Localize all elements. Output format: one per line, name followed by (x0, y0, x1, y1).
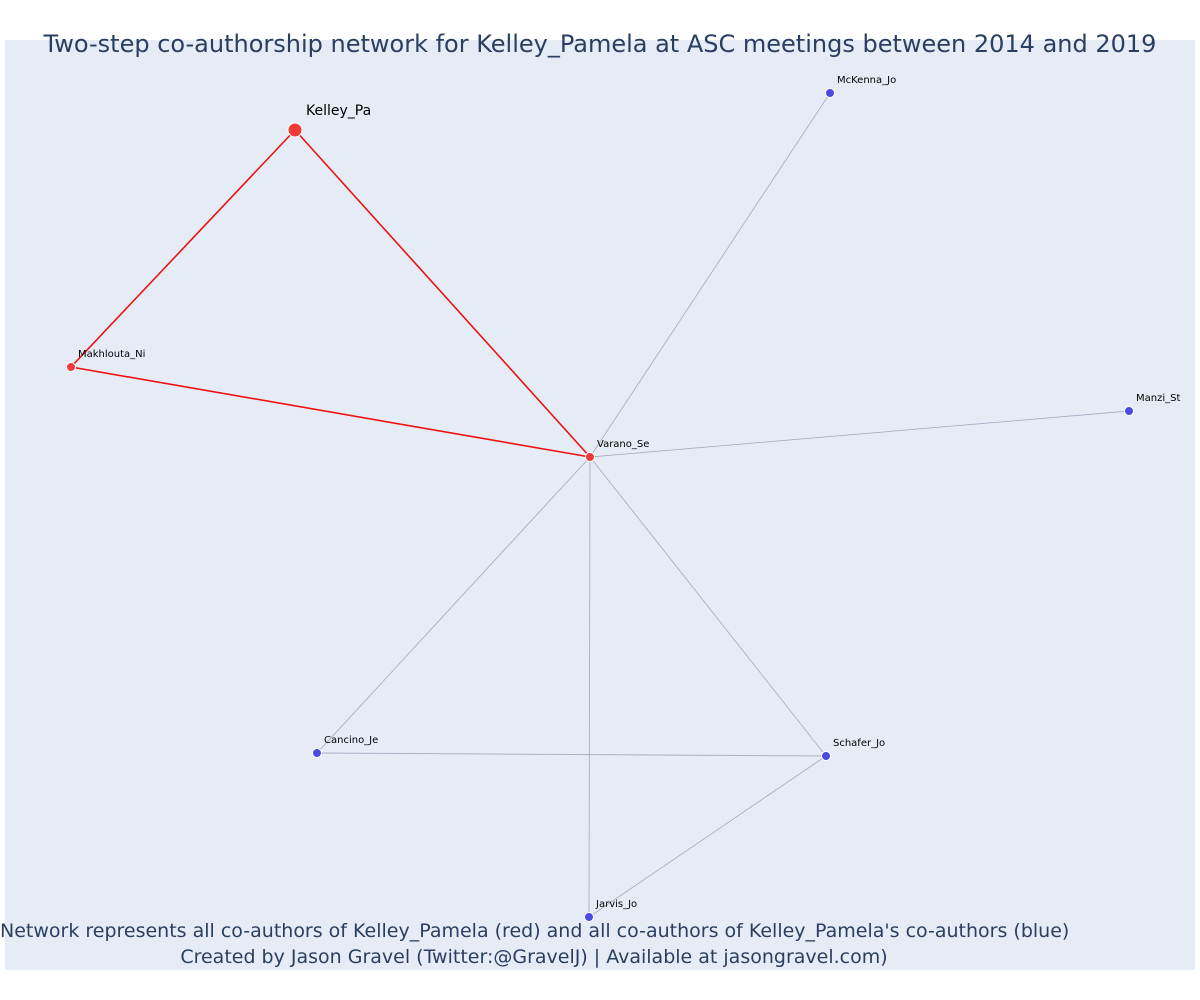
edge-Makhlouta_Ni-Varano_Se (70, 366, 591, 458)
node-label: Manzi_St (1136, 393, 1180, 404)
node-marker[interactable] (66, 362, 76, 372)
edge-Varano_Se-Schafer_Jo (589, 456, 827, 757)
edges-layer (70, 92, 1130, 918)
node-label: McKenna_Jo (837, 75, 896, 86)
node-label: Makhlouta_Ni (78, 349, 145, 360)
edge-Cancino_Je-Schafer_Jo (316, 752, 827, 757)
node-Kelley_Pa[interactable]: Kelley_Pa (287, 103, 371, 138)
node-marker[interactable] (1124, 406, 1134, 416)
edge-Schafer_Jo-Jarvis_Jo (588, 755, 827, 918)
node-label: Kelley_Pa (306, 103, 371, 119)
footer-caption: Network represents all co-authors of Kel… (0, 918, 1070, 970)
node-McKenna_Jo[interactable]: McKenna_Jo (825, 75, 897, 98)
node-Varano_Se[interactable]: Varano_Se (585, 439, 650, 462)
node-Cancino_Je[interactable]: Cancino_Je (312, 735, 379, 758)
node-label: Varano_Se (597, 439, 649, 450)
node-label: Schafer_Jo (833, 738, 885, 749)
node-label: Jarvis_Jo (595, 899, 637, 910)
node-marker[interactable] (287, 122, 303, 138)
footer-line-2: Created by Jason Gravel (Twitter:@Gravel… (180, 946, 888, 968)
edge-Varano_Se-Manzi_St (589, 410, 1130, 458)
chart-title: Two-step co-authorship network for Kelle… (43, 30, 1157, 58)
plot-area (5, 40, 1195, 970)
node-marker[interactable] (825, 88, 835, 98)
edge-Varano_Se-McKenna_Jo (589, 92, 831, 458)
edge-Varano_Se-Cancino_Je (316, 456, 591, 754)
edge-Varano_Se-Jarvis_Jo (588, 456, 591, 918)
node-Schafer_Jo[interactable]: Schafer_Jo (821, 738, 886, 761)
node-Manzi_St[interactable]: Manzi_St (1124, 393, 1181, 416)
edge-Kelley_Pa-Varano_Se (294, 129, 591, 458)
node-marker[interactable] (821, 751, 831, 761)
node-marker[interactable] (584, 912, 594, 922)
node-Jarvis_Jo[interactable]: Jarvis_Jo (584, 899, 638, 922)
node-marker[interactable] (585, 452, 595, 462)
footer-line-1: Network represents all co-authors of Kel… (0, 920, 1070, 942)
node-marker[interactable] (312, 748, 322, 758)
node-label: Cancino_Je (324, 735, 378, 746)
edge-Kelley_Pa-Makhlouta_Ni (70, 129, 296, 368)
node-Makhlouta_Ni[interactable]: Makhlouta_Ni (66, 349, 146, 372)
